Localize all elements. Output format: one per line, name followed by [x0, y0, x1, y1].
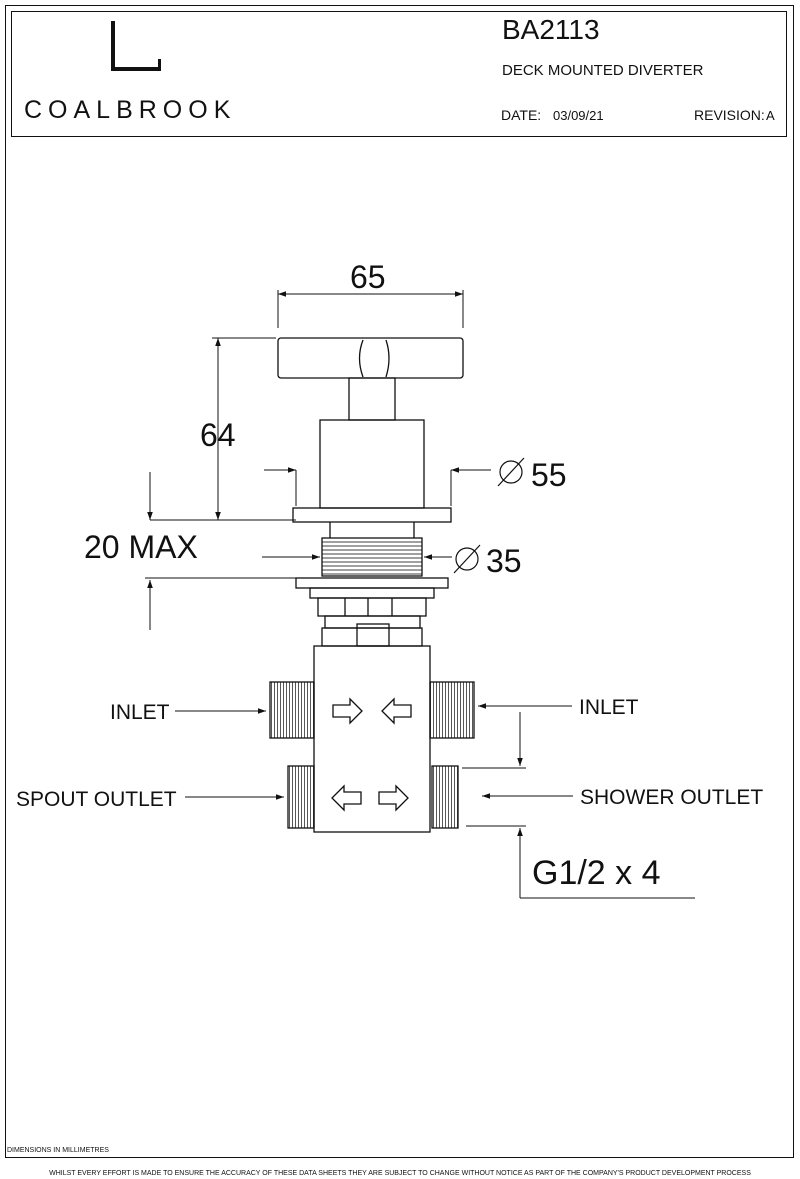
dim-height: 64 [200, 417, 236, 453]
diameter-icon [497, 457, 525, 487]
brand-name: COALBROOK [24, 96, 237, 124]
deck-flange [292, 507, 452, 523]
dim-thread-diameter: 35 [486, 543, 522, 579]
right-inlet-port [429, 681, 475, 739]
dim-max-deck: 20 MAX [84, 529, 198, 565]
diverter-outline [269, 337, 475, 833]
left-inlet-port [269, 681, 315, 739]
date-label: DATE: [501, 107, 542, 123]
dimension-lines [145, 290, 695, 899]
model-number: BA2113 [502, 14, 600, 45]
flow-arrow-right-icon [378, 784, 409, 812]
revision-label: REVISION: [694, 107, 765, 123]
dim-body-diameter: 55 [531, 457, 567, 493]
hex-nut [356, 623, 390, 647]
dim-thread-spec: G1/2 x 4 [532, 854, 661, 892]
label-inlet-right: INLET [579, 696, 639, 719]
cross-handle [277, 337, 464, 379]
spout-outlet-port [287, 765, 315, 829]
flow-arrow-left-icon [331, 784, 362, 812]
shower-outlet-port [431, 765, 459, 829]
coalbrook-logo-icon [111, 21, 161, 71]
units-note: DIMENSIONS IN MILLIMETRES [7, 1147, 109, 1154]
label-spout-outlet: SPOUT OUTLET [16, 788, 177, 811]
spindle [348, 377, 396, 421]
backnut [295, 577, 449, 589]
flow-arrow-left-icon [381, 697, 412, 725]
date-value: 03/09/21 [553, 108, 604, 123]
product-description: DECK MOUNTED DIVERTER [502, 62, 704, 79]
shroud [319, 419, 425, 509]
disclaimer: WHILST EVERY EFFORT IS MADE TO ENSURE TH… [49, 1170, 751, 1177]
flow-arrow-right-icon [332, 697, 363, 725]
title-block [11, 11, 787, 137]
label-shower-outlet: SHOWER OUTLET [580, 786, 763, 809]
revision-value: A [766, 108, 775, 123]
valve-body [313, 645, 431, 833]
threaded-shank [321, 537, 423, 577]
label-inlet-left: INLET [110, 701, 170, 724]
dim-width: 65 [350, 259, 386, 295]
diameter-icon [453, 544, 481, 574]
drawing-border [5, 5, 794, 1158]
